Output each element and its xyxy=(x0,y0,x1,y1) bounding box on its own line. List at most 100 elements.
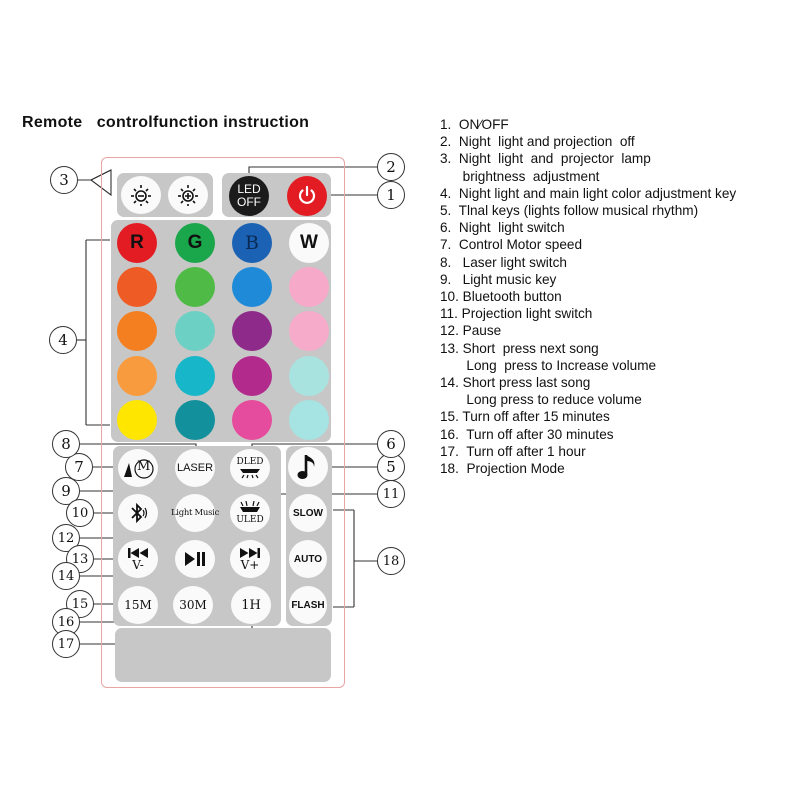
projection-light-icon xyxy=(240,501,260,512)
callout-1: 1 xyxy=(377,181,405,209)
motor-speed-button[interactable]: M xyxy=(118,449,158,487)
timer-15m-button[interactable]: 15M xyxy=(118,586,158,624)
dled-button[interactable]: DLED xyxy=(230,449,270,487)
led-off-line1: LED xyxy=(237,182,261,196)
instruction-item: brightness adjustment xyxy=(440,168,600,184)
play-pause-button[interactable] xyxy=(175,540,215,578)
color-button[interactable] xyxy=(289,311,329,351)
next-song-button[interactable]: V+ xyxy=(230,540,270,578)
laser-button[interactable]: LASER xyxy=(175,449,215,487)
led-off-button[interactable]: LED OFF xyxy=(229,176,269,216)
bluetooth-button[interactable] xyxy=(118,494,158,532)
light-music-button[interactable]: Light Music xyxy=(171,494,219,532)
callout-8: 8 xyxy=(52,430,80,458)
instruction-item: 12. Pause xyxy=(440,323,502,339)
color-button-label: R xyxy=(130,232,144,253)
led-off-line2: OFF xyxy=(237,195,261,209)
callout-3: 3 xyxy=(50,166,78,194)
power-icon xyxy=(298,185,316,204)
callout-4: 4 xyxy=(49,326,77,354)
color-button[interactable] xyxy=(232,356,272,396)
uled-label: ULED xyxy=(236,515,264,525)
color-button[interactable] xyxy=(289,267,329,307)
vol-up-label: V+ xyxy=(240,557,260,572)
color-button[interactable]: B xyxy=(232,223,272,263)
music-rhythm-button[interactable] xyxy=(288,447,328,487)
music-note-icon xyxy=(297,455,315,479)
callout-13: 13 xyxy=(66,545,94,573)
instruction-item: 3. Night light and projector lamp xyxy=(440,151,651,167)
callout-2: 2 xyxy=(377,153,405,181)
color-button-label: W xyxy=(300,232,318,253)
uled-button[interactable]: ULED xyxy=(230,494,270,532)
auto-label: AUTO xyxy=(293,553,323,565)
instruction-item: 18. Projection Mode xyxy=(440,461,565,477)
instruction-item: 15. Turn off after 15 minutes xyxy=(440,409,610,425)
instruction-item: 8. Laser light switch xyxy=(440,254,567,270)
instruction-item: 10. Bluetooth button xyxy=(440,289,562,305)
instruction-item: 13. Short press next song xyxy=(440,340,599,356)
color-button[interactable] xyxy=(289,356,329,396)
callout-9: 9 xyxy=(52,477,80,505)
previous-song-button[interactable]: V- xyxy=(118,540,158,578)
timer-15m-label: 15M xyxy=(124,598,152,612)
color-button[interactable]: W xyxy=(289,223,329,263)
slow-button[interactable]: SLOW xyxy=(289,494,327,532)
color-button[interactable] xyxy=(117,267,157,307)
flash-label: FLASH xyxy=(291,599,325,611)
dled-label: DLED xyxy=(236,457,264,467)
remote-control xyxy=(101,157,345,688)
slow-label: SLOW xyxy=(293,507,323,519)
bottom-panel xyxy=(115,628,331,682)
night-light-icon xyxy=(240,469,260,479)
color-button[interactable] xyxy=(175,356,215,396)
color-button[interactable]: R xyxy=(117,223,157,263)
callout-17: 17 xyxy=(52,630,80,658)
sun-plus-icon xyxy=(178,185,198,206)
color-button[interactable] xyxy=(175,311,215,351)
laser-label: LASER xyxy=(176,462,214,474)
timer-30m-label: 30M xyxy=(179,598,207,612)
play-pause-icon xyxy=(185,552,205,566)
flash-button[interactable]: FLASH xyxy=(289,586,327,624)
color-button[interactable] xyxy=(232,267,272,307)
instruction-item: 5. Tlnal keys (lights follow musical rhy… xyxy=(440,203,699,219)
color-button[interactable] xyxy=(175,400,215,440)
instruction-item: Long press to Increase volume xyxy=(440,357,657,373)
color-button[interactable] xyxy=(117,356,157,396)
instruction-item: 7. Control Motor speed xyxy=(440,237,583,253)
color-button[interactable] xyxy=(117,311,157,351)
motor-label: M xyxy=(137,459,151,474)
instruction-item: 6. Night light switch xyxy=(440,220,565,236)
skip-forward-icon xyxy=(240,547,260,558)
color-button[interactable] xyxy=(117,400,157,440)
callout-11: 11 xyxy=(377,480,405,508)
instruction-item: 16. Turn off after 30 minutes xyxy=(440,426,614,442)
callout-14: 14 xyxy=(52,562,80,590)
timer-1h-button[interactable]: 1H xyxy=(231,586,271,624)
callout-6: 6 xyxy=(377,430,405,458)
callout-18: 18 xyxy=(377,547,405,575)
instruction-item: Long press to reduce volume xyxy=(440,392,642,408)
brightness-up-button[interactable] xyxy=(168,176,208,214)
skip-back-icon xyxy=(128,547,148,558)
color-button[interactable] xyxy=(175,267,215,307)
callout-10: 10 xyxy=(66,499,94,527)
callout-7: 7 xyxy=(65,453,93,481)
timer-30m-button[interactable]: 30M xyxy=(173,586,213,624)
instruction-list: 1. ON∕OFF 2. Night light and projection … xyxy=(440,116,736,477)
instruction-item: 9. Light music key xyxy=(440,271,557,287)
timer-1h-label: 1H xyxy=(241,597,261,613)
color-button[interactable] xyxy=(289,400,329,440)
instruction-item: 11. Projection light switch xyxy=(440,306,593,322)
brightness-down-button[interactable] xyxy=(121,176,161,214)
bluetooth-icon xyxy=(131,502,148,524)
color-button[interactable]: G xyxy=(175,223,215,263)
instruction-item: 1. ON∕OFF xyxy=(440,117,509,132)
color-button[interactable] xyxy=(232,400,272,440)
auto-button[interactable]: AUTO xyxy=(289,540,327,578)
instruction-item: 2. Night light and projection off xyxy=(440,134,635,150)
power-button[interactable] xyxy=(287,176,327,216)
color-button-label: G xyxy=(187,232,203,253)
color-button[interactable] xyxy=(232,311,272,351)
